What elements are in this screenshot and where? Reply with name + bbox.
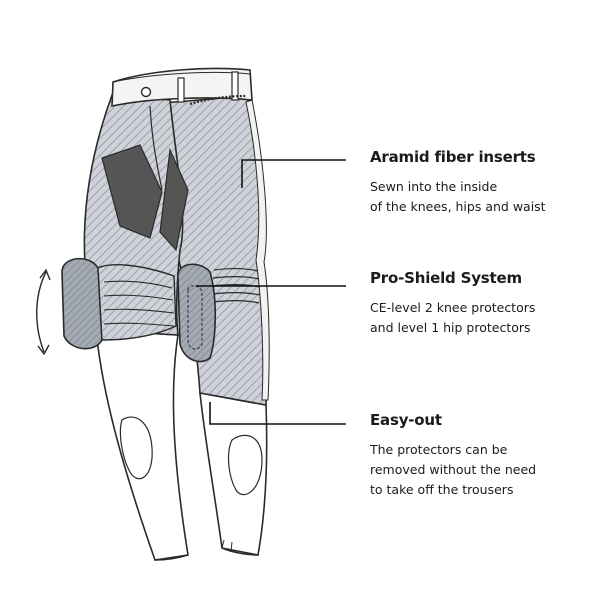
leader-aramid [241, 159, 346, 188]
feature-title: Aramid fiber inserts [370, 148, 536, 166]
left-knee-pad [61, 257, 177, 350]
waistband [111, 67, 253, 107]
leader-easyout [209, 402, 346, 425]
feature-title: Pro-Shield System [370, 269, 522, 287]
feature-desc-line: Sewn into the inside [370, 179, 498, 194]
feature-desc-line: CE-level 2 knee protectors [370, 300, 536, 315]
feature-description: CE-level 2 knee protectors and level 1 h… [370, 298, 590, 338]
feature-aramid-fiber: Aramid fiber inserts Sewn into the insid… [370, 147, 590, 217]
feature-desc-line: of the knees, hips and waist [370, 199, 546, 214]
feature-desc-line: and level 1 hip protectors [370, 320, 531, 335]
feature-title: Easy-out [370, 411, 442, 429]
right-leg [162, 95, 270, 556]
feature-pro-shield: Pro-Shield System CE-level 2 knee protec… [370, 268, 590, 338]
aramid-inner-insert [159, 147, 189, 252]
feature-easy-out: Easy-out The protectors can be removed w… [370, 410, 590, 500]
feature-desc-line: The protectors can be [370, 442, 508, 457]
feature-description: The protectors can be removed without th… [370, 440, 590, 500]
right-knee-pad [177, 263, 217, 363]
leader-lines [196, 159, 346, 425]
feature-desc-line: to take off the trousers [370, 482, 514, 497]
feature-desc-line: removed without the need [370, 462, 537, 477]
feature-description: Sewn into the inside of the knees, hips … [370, 177, 590, 217]
fly-seam [149, 105, 163, 191]
curved-double-arrow-icon [36, 268, 51, 356]
